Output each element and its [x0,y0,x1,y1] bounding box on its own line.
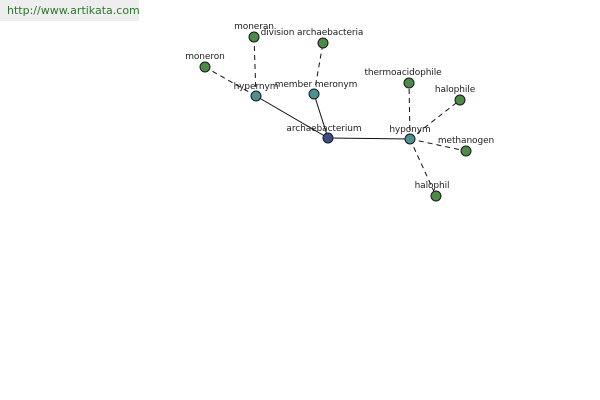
url-bar: http://www.artikata.com [0,0,140,21]
node-moneran[interactable] [248,31,260,43]
node-hyponym[interactable] [404,133,416,145]
node-label-member-meronym[interactable]: member meronym [275,80,358,90]
node-label-methanogen[interactable]: methanogen [438,136,494,146]
edge-hyponym-to-thermoacidophile [408,82,411,140]
node-label-division-archaebacteria[interactable]: division archaebacteria [261,28,364,38]
node-hypernym[interactable] [250,90,262,102]
edge-layer [204,36,467,197]
node-label-moneron[interactable]: moneron [185,52,225,62]
node-root[interactable] [322,132,334,144]
node-label-hyponym[interactable]: hyponym [389,125,430,135]
edge-root-to-member-meronym [313,93,329,139]
node-label-halophile[interactable]: halophile [435,85,476,95]
edge-root-to-hypernym [255,95,329,139]
node-methanogen[interactable] [460,145,472,157]
node-layer [199,31,472,202]
edge-hypernym-to-moneran [253,36,257,97]
node-member-meronym[interactable] [308,88,320,100]
edge-hyponym-to-halophil [409,138,437,197]
edge-hyponym-to-halophile [409,99,461,140]
node-halophile[interactable] [454,94,466,106]
edge-root-to-hyponym [327,137,411,140]
node-label-root[interactable]: archaebacterium [286,124,361,134]
edge-hypernym-to-moneron [204,66,257,97]
node-label-thermoacidophile[interactable]: thermoacidophile [364,68,442,78]
node-label-halophil[interactable]: halophil [415,181,450,191]
node-thermoacidophile[interactable] [403,77,415,89]
node-division-archaebacteria[interactable] [317,37,329,49]
node-label-hypernym[interactable]: hypernym [234,82,279,92]
node-label-moneran[interactable]: moneran [234,22,274,32]
node-moneron[interactable] [199,61,211,73]
site-url-link[interactable]: http://www.artikata.com [7,4,140,17]
node-halophil[interactable] [430,190,442,202]
edge-hyponym-to-methanogen [409,138,467,152]
